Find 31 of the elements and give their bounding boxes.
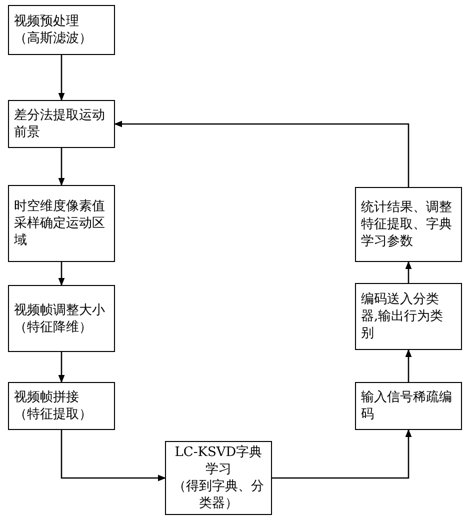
arrow [60,430,166,482]
box-text: 视频帧拼接 [14,389,79,406]
box-text: 统计结果、调整特征提取、字典学习参数 [361,199,453,250]
arrow [405,261,412,283]
process-box [8,382,115,430]
process-box [8,5,115,55]
box-text: 视频预处理 [14,13,79,30]
box-text: 视频帧调整大小 [14,302,105,318]
process-box [8,285,115,352]
box-text: 编码送入分类器,输出行为类别 [361,291,444,342]
arrow [58,55,65,101]
box-text: 输入信号稀疏编码 [361,389,453,423]
arrow [58,352,65,383]
process-box [165,441,272,515]
process-box [355,283,462,350]
box-text: （特征提取） [14,406,92,423]
arrow [405,349,412,382]
arrow [272,429,412,479]
box-text: 差分法提取运动前景 [14,107,106,141]
arrow [114,120,410,187]
box-text: （得到字典、分类器） [172,478,265,512]
process-box [8,185,115,262]
process-box [355,187,462,262]
box-text: 时空维度像素值采样确定运动区域 [14,198,106,249]
box-text: （特征降维） [14,318,92,336]
process-box [8,100,115,148]
arrow [58,148,65,186]
box-text: LC-KSVD字典学习 [174,444,264,478]
process-box [355,382,462,430]
box-text: （高斯滤波） [14,30,92,47]
arrow [58,262,65,286]
